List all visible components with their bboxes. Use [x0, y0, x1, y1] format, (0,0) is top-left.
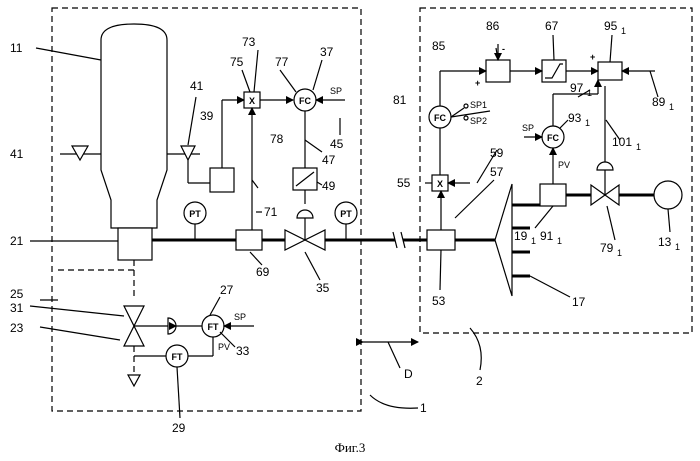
ref-33: 33 — [236, 344, 250, 358]
valve-41-left — [72, 146, 88, 160]
ref-41-right: 41 — [190, 79, 204, 93]
pt-label-1: PT — [189, 209, 201, 219]
ref-77: 77 — [275, 55, 289, 69]
sp-label-33: SP — [234, 312, 246, 322]
ref-91: 91 — [540, 229, 554, 243]
ref-23: 23 — [10, 321, 24, 335]
ref-59: 59 — [490, 146, 504, 160]
ref-39: 39 — [200, 109, 214, 123]
pv-label-93: PV — [558, 160, 570, 170]
box-39 — [210, 168, 234, 192]
ref-19-sub: 1 — [531, 236, 536, 246]
pv-label-33: PV — [218, 342, 230, 352]
actuator-31 — [168, 318, 176, 334]
minus-86: - — [502, 44, 505, 54]
ref-29: 29 — [172, 421, 186, 435]
ref-81: 81 — [393, 93, 407, 107]
ref-D: D — [404, 367, 413, 381]
sp-label: SP — [330, 86, 342, 96]
ref-47: 47 — [322, 153, 336, 167]
ref-67: 67 — [545, 19, 559, 33]
box-67 — [542, 60, 566, 82]
unit-2-boundary — [420, 8, 692, 333]
ref-57: 57 — [490, 165, 504, 179]
ref-85: 85 — [432, 39, 446, 53]
ref-89-sub: 1 — [669, 102, 674, 112]
ref-11: 11 — [10, 41, 23, 55]
ref-13: 13 — [658, 235, 672, 249]
ref-17: 17 — [572, 295, 586, 309]
plus-95: + — [590, 52, 595, 62]
fc-label-93: FC — [547, 133, 559, 143]
valve-41-right — [181, 146, 195, 160]
ref-35: 35 — [316, 281, 330, 295]
ref-95: 95 — [604, 19, 618, 33]
ref-1: 1 — [420, 401, 427, 415]
valve-79 — [591, 185, 605, 205]
ref-97: 97 — [570, 81, 584, 95]
ref-19: 19 — [514, 229, 528, 243]
actuator-35 — [297, 210, 313, 218]
ref-75: 75 — [230, 55, 244, 69]
flowmeter-69 — [236, 230, 262, 250]
fc-label: FC — [299, 96, 311, 106]
ref-101-sub: 1 — [636, 142, 641, 152]
ref-97-sub: 1 — [587, 88, 592, 98]
ref-101: 101 — [612, 135, 632, 149]
ref-69: 69 — [256, 265, 270, 279]
ref-89: 89 — [652, 95, 666, 109]
ref-95-sub: 1 — [621, 26, 626, 36]
summing-block-95 — [598, 62, 622, 80]
ft-label-29: FT — [172, 352, 183, 362]
ref-49: 49 — [322, 179, 336, 193]
valve-31 — [124, 306, 144, 326]
ref-79: 79 — [600, 241, 614, 255]
consumer-13 — [654, 181, 682, 209]
x-label: X — [249, 96, 255, 106]
ref-21: 21 — [10, 234, 24, 248]
ref-78: 78 — [270, 132, 284, 146]
tank-outlet-box — [118, 228, 152, 260]
ref-71: 71 — [264, 205, 278, 219]
control-valve-35 — [285, 230, 305, 250]
ref-37: 37 — [320, 45, 334, 59]
x-label-55: X — [437, 179, 443, 189]
ref-91-sub: 1 — [557, 236, 562, 246]
fc-label-81: FC — [434, 113, 446, 123]
figure-caption: Фиг.3 — [335, 440, 366, 455]
actuator-79 — [597, 162, 613, 170]
ft-label-33: FT — [208, 322, 219, 332]
plus-85: + — [475, 78, 480, 88]
summer-85 — [486, 60, 510, 82]
ref-45: 45 — [330, 137, 344, 151]
sp1-label: SP1 — [470, 100, 487, 110]
drain-triangle — [128, 375, 140, 386]
ref-93-sub: 1 — [585, 118, 590, 128]
flowmeter-53 — [427, 230, 455, 250]
sp2-label: SP2 — [470, 116, 487, 126]
ref-25: 25 — [10, 287, 24, 301]
manifold-17 — [495, 184, 512, 296]
ref-2: 2 — [476, 374, 483, 388]
ref-27: 27 — [220, 283, 234, 297]
ref-55: 55 — [397, 176, 411, 190]
sp-label-93: SP — [522, 123, 534, 133]
ref-53: 53 — [432, 294, 446, 308]
storage-tank — [101, 24, 167, 228]
ref-73: 73 — [242, 35, 256, 49]
ref-31: 31 — [10, 301, 24, 315]
ref-13-sub: 1 — [675, 242, 680, 252]
unit-1-boundary — [52, 8, 361, 411]
ref-93: 93 — [568, 111, 582, 125]
ref-41-left: 41 — [10, 147, 24, 161]
pt-label-2: PT — [340, 209, 352, 219]
meter-91 — [540, 184, 566, 206]
ref-79-sub: 1 — [617, 248, 622, 258]
ref-86: 86 — [486, 19, 500, 33]
